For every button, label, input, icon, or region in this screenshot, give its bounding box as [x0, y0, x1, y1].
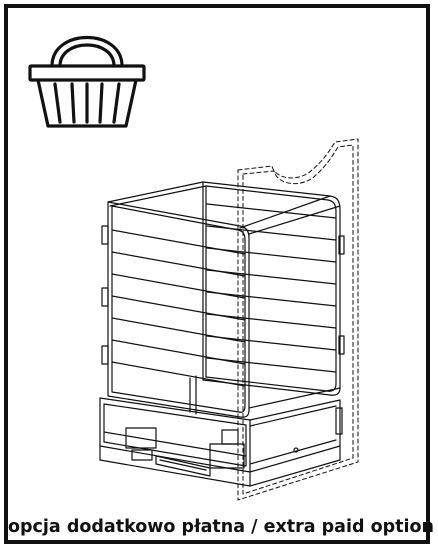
- drawer-box: [99, 397, 343, 487]
- cabinet-side-panel: [237, 138, 359, 501]
- basket-icon: [28, 36, 146, 128]
- front-wire-frame: [101, 201, 250, 418]
- top-rails: [107, 181, 331, 229]
- caption: opcja dodatkowo płatna / extra paid opti…: [8, 517, 434, 537]
- product-card-frame: [4, 4, 430, 544]
- back-wire-frame: [202, 181, 345, 396]
- side-rails: [189, 205, 341, 415]
- pull-out-wire-basket-drawing: [99, 138, 359, 501]
